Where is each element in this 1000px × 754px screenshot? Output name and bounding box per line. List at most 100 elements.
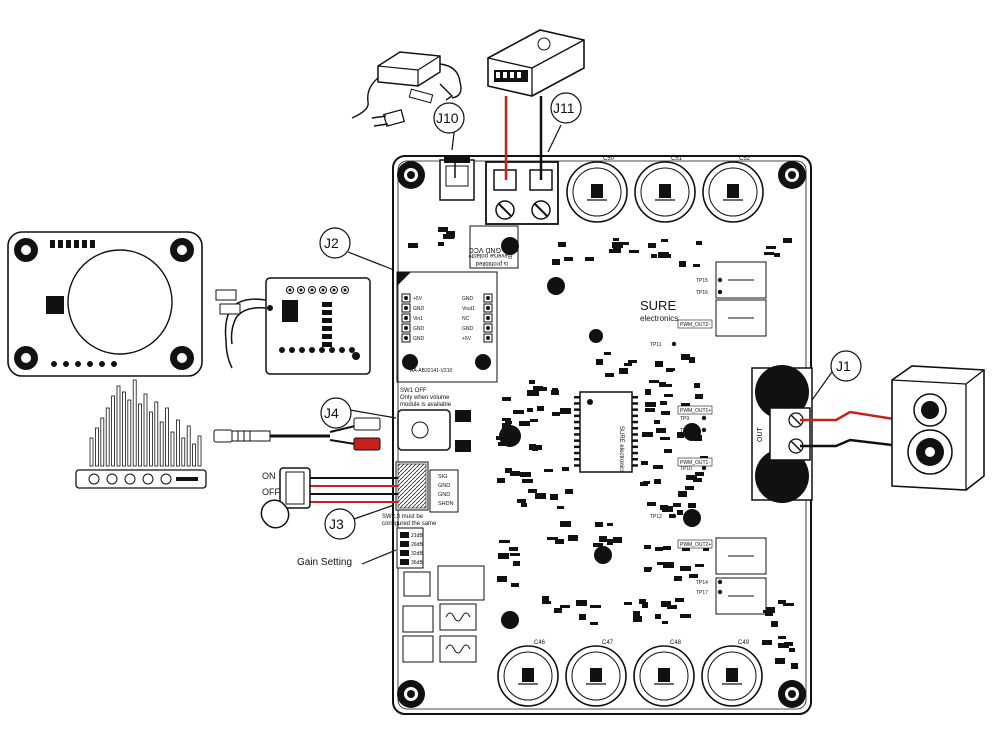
smd-part — [694, 383, 700, 388]
toggle-switch — [260, 467, 311, 529]
callout-j10: J10 — [436, 110, 459, 126]
smd-part — [444, 234, 455, 238]
smd-part — [655, 614, 661, 619]
j11-screw-terminal — [485, 161, 559, 225]
smd-part — [607, 523, 613, 526]
bottom-inductors — [402, 565, 485, 663]
smd-part — [765, 610, 773, 616]
smd-part — [644, 567, 651, 572]
smd-part — [649, 380, 659, 383]
j2-right-pin-label: GND — [462, 326, 474, 332]
smd-part — [648, 243, 656, 248]
smd-part — [497, 576, 507, 582]
smd-part — [511, 583, 519, 587]
smd-part — [674, 576, 682, 581]
smd-part — [774, 253, 780, 257]
cap-label: C52 — [739, 156, 751, 162]
gain-row-label: 26dB — [411, 542, 423, 548]
smd-part — [661, 601, 671, 607]
smd-part — [593, 543, 603, 547]
j1-output-terminal — [751, 365, 813, 503]
spectrum-bar — [192, 443, 197, 467]
smd-part — [499, 540, 510, 543]
smd-part — [655, 361, 663, 367]
cap-label: C48 — [670, 640, 682, 646]
smd-part — [616, 242, 623, 248]
smd-part — [542, 601, 551, 604]
trim-pots — [499, 237, 701, 629]
rca-audio-cable — [213, 417, 381, 451]
smd-part — [639, 599, 646, 604]
smd-part — [619, 368, 628, 374]
smd-part — [655, 547, 663, 551]
brand-subtext: electronics — [640, 314, 678, 323]
smd-part — [502, 418, 511, 421]
smd-part — [513, 410, 524, 414]
smd-part — [560, 408, 571, 414]
j2-left-pin-label: GND — [413, 306, 425, 312]
smd-part — [604, 352, 611, 355]
callout-j4: J4 — [324, 405, 339, 421]
sw-note-2: configured the same — [382, 521, 437, 527]
spectrum-bar — [165, 407, 170, 467]
smd-part — [673, 503, 681, 507]
spectrum-bar — [175, 419, 180, 467]
smd-part — [613, 238, 619, 241]
smd-part — [547, 537, 558, 540]
smd-part — [645, 389, 651, 395]
capacitor-c49: C49 — [701, 640, 763, 707]
smd-part — [555, 609, 562, 613]
test-point-label: TP10 — [680, 466, 692, 472]
j2-right-pin-label: GND — [462, 296, 474, 302]
smd-part — [762, 640, 772, 645]
smd-part — [680, 614, 691, 618]
smd-part — [778, 643, 789, 648]
smd-part — [510, 553, 520, 556]
smd-part — [596, 359, 603, 365]
smd-part — [522, 479, 533, 483]
warning-text-2: Reverse polarity — [469, 252, 512, 258]
spectrum-bar — [116, 385, 121, 467]
smd-part — [663, 562, 674, 568]
j3-pin-label: SHDN — [438, 501, 454, 507]
callout-j2: J2 — [324, 235, 339, 251]
smd-part — [686, 475, 697, 480]
smd-part — [662, 621, 668, 624]
capacitor-c52: C52 — [702, 156, 764, 223]
capacitor-c50: C50 — [566, 156, 628, 223]
smd-part — [645, 402, 656, 407]
cap-label: C51 — [671, 156, 683, 162]
j10-dc-jack — [439, 155, 475, 201]
gain-row-label: 32dB — [411, 551, 423, 557]
smd-part — [688, 503, 696, 508]
callout-j1: J1 — [836, 358, 851, 374]
spectrum-bar — [95, 427, 99, 467]
spectrum-bar — [181, 437, 186, 467]
warning-text-1: GND VCC — [469, 246, 501, 253]
cap-label: C49 — [738, 640, 750, 646]
test-point-label: TP12 — [650, 514, 662, 520]
smd-part — [517, 499, 526, 503]
smd-part — [438, 242, 444, 246]
smd-part — [660, 437, 670, 440]
volume-module-board — [7, 231, 203, 377]
switching-power-supply — [487, 29, 585, 97]
smd-part — [783, 238, 792, 243]
gain-row-label: 36dB — [411, 560, 423, 566]
j3-pin-label: GND — [438, 483, 450, 489]
smd-part — [778, 636, 786, 639]
gain-dip-switch — [396, 527, 424, 569]
callout-j3: J3 — [329, 516, 344, 532]
smd-part — [620, 242, 629, 245]
smd-part — [533, 386, 543, 391]
smd-part — [678, 491, 687, 497]
smd-part — [528, 489, 537, 493]
pwm-label: PWM_OUT1+ — [680, 408, 711, 414]
test-point-label: TP9 — [680, 416, 689, 422]
smd-part — [661, 411, 670, 415]
spectrum-bar — [89, 437, 94, 467]
smd-part — [789, 648, 795, 652]
j2-right-pin-label: NC — [462, 316, 470, 322]
small-breakout-module — [215, 277, 371, 375]
j2-left-pin-label: GND — [413, 326, 425, 332]
